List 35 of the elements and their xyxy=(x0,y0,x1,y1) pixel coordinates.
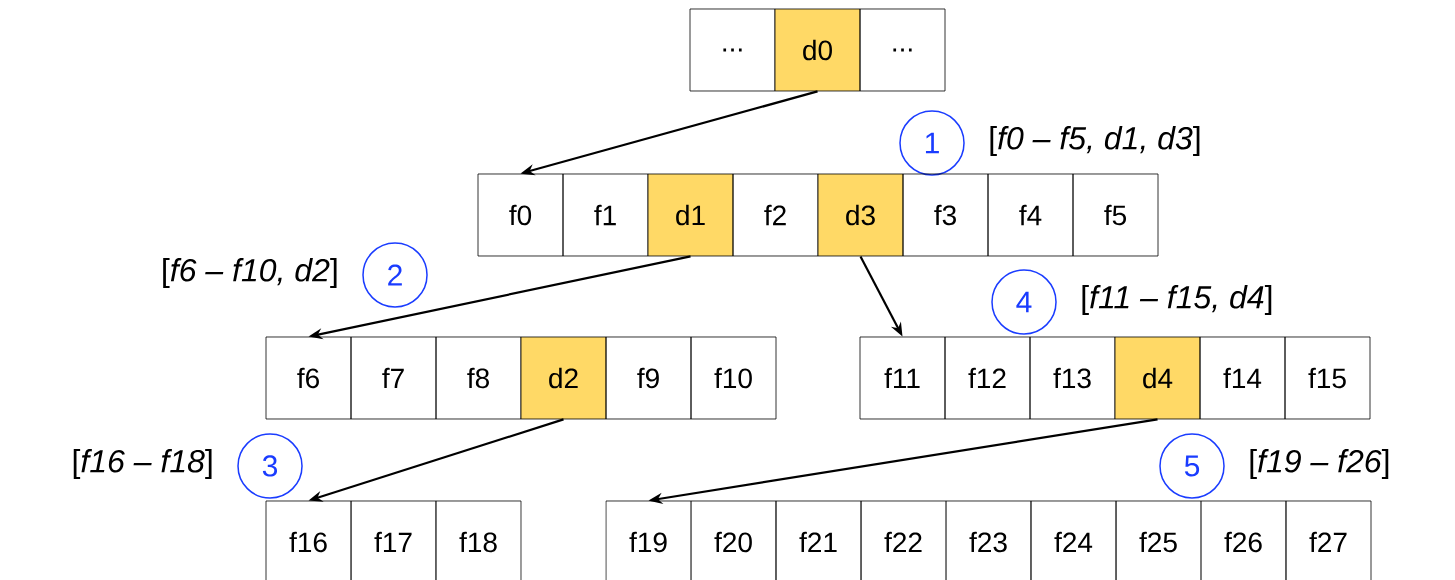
array-cell: f16 xyxy=(265,500,352,580)
array-cell: f6 xyxy=(265,336,352,420)
array-cell: d4 xyxy=(1114,336,1201,420)
range-label: [f0 – f5, d1, d3] xyxy=(990,126,1200,156)
array-cell: f20 xyxy=(690,500,777,580)
array-cell: f11 xyxy=(859,336,946,420)
array-cell: f27 xyxy=(1285,500,1372,580)
array-cell: f9 xyxy=(605,336,692,420)
array-cell: f12 xyxy=(944,336,1031,420)
array-cell: f23 xyxy=(945,500,1032,580)
array-cell: d1 xyxy=(647,173,734,257)
range-label: [f16 – f18] xyxy=(73,449,212,479)
array-cell: f14 xyxy=(1199,336,1286,420)
array-cell: d3 xyxy=(817,173,904,257)
array-cell: d2 xyxy=(520,336,607,420)
array-cell: f10 xyxy=(690,336,777,420)
array-cell: f19 xyxy=(605,500,692,580)
range-label: [f11 – f15, d4] xyxy=(1082,285,1272,315)
array-cell: d0 xyxy=(774,8,861,92)
array-cell: f3 xyxy=(902,173,989,257)
array-cell: f0 xyxy=(477,173,564,257)
range-label: [f6 – f10, d2] xyxy=(163,258,337,288)
array-cell: f21 xyxy=(775,500,862,580)
array-cell: f7 xyxy=(350,336,437,420)
array-cell: f15 xyxy=(1284,336,1371,420)
range-label: [f19 – f26] xyxy=(1250,449,1389,479)
array-cell: f22 xyxy=(860,500,947,580)
array-cell: f26 xyxy=(1200,500,1287,580)
array-cell: f24 xyxy=(1030,500,1117,580)
array-cell: f17 xyxy=(350,500,437,580)
array-cell: ... xyxy=(859,8,946,92)
array-cell: f18 xyxy=(435,500,522,580)
array-cell: f5 xyxy=(1072,173,1159,257)
array-cell: f25 xyxy=(1115,500,1202,580)
array-cell: f4 xyxy=(987,173,1074,257)
